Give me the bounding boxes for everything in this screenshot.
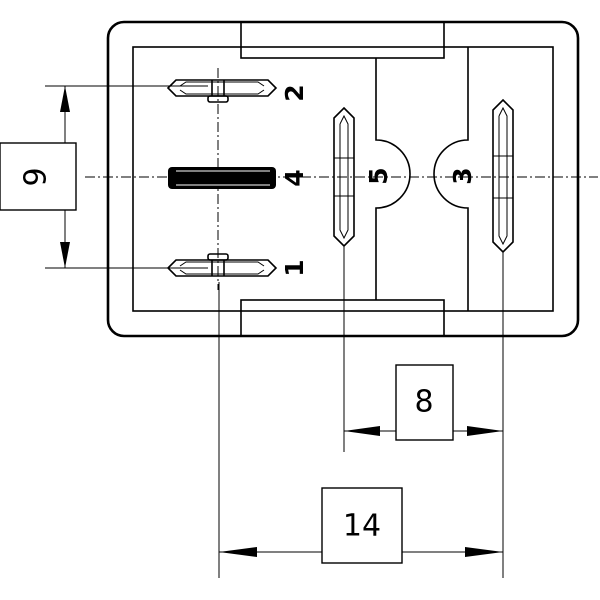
- pin-1-blade: [166, 253, 278, 277]
- arrowhead-down: [60, 242, 70, 268]
- arrowhead-left-8: [344, 426, 380, 436]
- pin-2-label: 2: [280, 84, 309, 101]
- dimension-pin5-pin3: 8: [343, 246, 504, 578]
- bottom-latch-tab: [240, 299, 445, 337]
- pin-3-label: 3: [448, 167, 477, 184]
- dimension-8-box: [395, 364, 454, 441]
- divider-walls: [375, 47, 469, 311]
- pin-4-blade: [168, 167, 276, 189]
- pin-5-label: 5: [364, 167, 393, 184]
- dimension-9-box: [0, 142, 77, 211]
- pin-1-label: 1: [280, 259, 309, 276]
- housing-inner-outline: [132, 46, 554, 312]
- pin-3-blade: [492, 98, 514, 254]
- dimension-9-value: 9: [19, 167, 54, 186]
- dimension-pin1-pin2: 9: [0, 85, 208, 269]
- arrowhead-right-14: [465, 547, 503, 557]
- divider-wall-left: [375, 58, 411, 300]
- arrowhead-right-8: [467, 426, 503, 436]
- top-latch-tab: [240, 21, 445, 59]
- dimension-pin1-pin3: 14: [218, 282, 503, 578]
- dimension-14-box: [321, 487, 403, 564]
- dimension-14-value: 14: [343, 509, 381, 544]
- pin-2-blade: [166, 79, 278, 103]
- arrowhead-left-14: [219, 547, 257, 557]
- arrowhead-up: [60, 86, 70, 112]
- relay-housing: [106, 20, 580, 338]
- divider-wall-right: [433, 47, 469, 311]
- center-lines: [85, 68, 598, 290]
- dimension-8-value: 8: [414, 385, 433, 420]
- pin-4-label: 4: [280, 169, 309, 186]
